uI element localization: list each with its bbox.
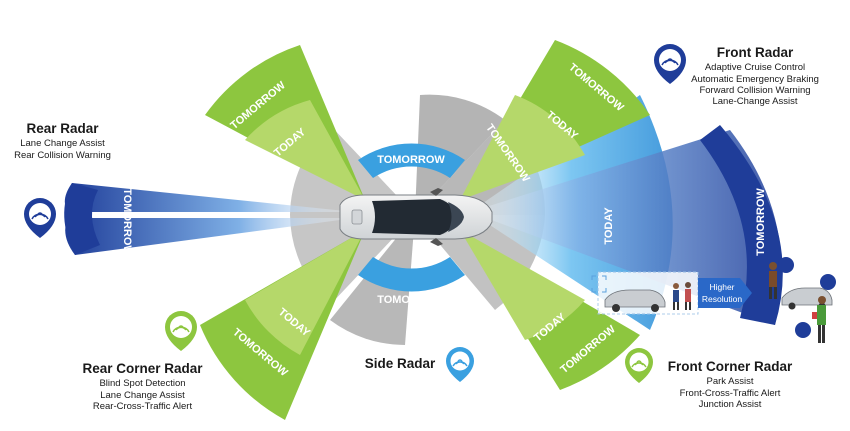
rear-corner-radar-feature: Rear-Cross-Traffic Alert	[92, 400, 193, 412]
zone-label-front-tomorrow: TOMORROW	[755, 188, 767, 256]
front-radar-tomorrow-beam	[470, 130, 782, 325]
side-radar-pin-icon	[446, 347, 474, 382]
detection-dot-icon-2	[820, 274, 836, 290]
radar-pin-icons	[24, 44, 686, 383]
rear-corner-radar-feature: Lane Change Assist	[100, 389, 185, 401]
rear-corner-top-today	[245, 100, 365, 200]
zone-label-side-bottom-tomorrow: TOMORROW	[377, 294, 445, 306]
side-radar-top-arc	[358, 143, 465, 178]
front-radar-tomorrow-band	[700, 125, 783, 325]
car-windshield	[440, 199, 464, 235]
pedestrian-walking	[812, 296, 826, 343]
rear-corner-bottom-today	[245, 230, 365, 355]
inset-car-wheel-rear	[612, 304, 620, 312]
front-radar-beams	[470, 95, 783, 330]
front-radar-title: Front Radar	[716, 45, 794, 60]
front-corner-radar-feature: Park Assist	[706, 376, 754, 388]
higher-resolution-label-line2: Resolution	[702, 294, 742, 304]
higher-resolution-inset: Higher Resolution	[591, 271, 752, 315]
inset-car	[604, 289, 666, 308]
corner-radar-sectors	[200, 40, 650, 420]
car-mirror-right	[430, 238, 443, 246]
detection-dot-icon-1	[778, 257, 794, 273]
side-radar-title: Side Radar	[364, 356, 436, 371]
front-corner-radar-label: Front Corner Radar Park Assist Front-Cro…	[650, 359, 810, 410]
front-corner-bottom-today	[460, 230, 585, 340]
car-trunk	[351, 209, 363, 225]
inset-pedestrians	[673, 282, 691, 310]
rear-radar-beam-lower	[65, 218, 355, 255]
gray-front-top-sector	[415, 94, 505, 215]
rear-corner-radar-feature: Blind Spot Detection	[99, 378, 186, 390]
car-mirror-left	[430, 188, 443, 196]
front-radar-label: Front Radar Adaptive Cruise Control Auto…	[675, 45, 835, 108]
detection-reticle-icon	[591, 275, 607, 293]
rear-corner-radar-pin-icon	[165, 311, 197, 351]
front-radar-feature: Lane-Change Assist	[712, 96, 798, 108]
front-corner-radar-pin-icon	[625, 348, 653, 383]
front-radar-feature: Adaptive Cruise Control	[704, 62, 806, 74]
rear-radar-feature: Rear Collision Warning	[14, 149, 111, 161]
rear-corner-radar-title: Rear Corner Radar	[82, 361, 203, 376]
rear-radar-beams	[64, 183, 356, 255]
detection-dot-icon-3	[795, 322, 811, 338]
front-corner-radar-title: Front Corner Radar	[667, 359, 793, 374]
side-radar-zones	[358, 143, 465, 292]
inset-car-wheel-front	[651, 304, 659, 312]
side-radar-bottom-arc	[358, 257, 465, 292]
rear-radar-feature: Lane Change Assist	[20, 138, 105, 150]
higher-resolution-arrow	[698, 278, 752, 308]
higher-resolution-label-line1: Higher	[709, 282, 734, 292]
rear-radar-title: Rear Radar	[26, 121, 99, 136]
front-corner-top-today	[460, 95, 585, 200]
far-detection-scene	[769, 257, 836, 343]
rear-radar-tomorrow-band	[64, 183, 100, 255]
side-radar-label: Side Radar	[355, 356, 445, 373]
zone-label-side-top-tomorrow: TOMORROW	[377, 154, 445, 166]
front-radar-feature: Forward Collision Warning	[699, 84, 811, 96]
rear-corner-radar-label: Rear Corner Radar Blind Spot Detection L…	[70, 361, 215, 412]
front-radar-pin-icon	[654, 44, 686, 84]
car-roof-glass	[372, 199, 458, 235]
front-radar-feature: Automatic Emergency Braking	[691, 73, 819, 85]
pedestrian-standing	[769, 262, 777, 299]
rear-radar-beam-upper	[64, 183, 356, 212]
front-corner-radar-feature: Front-Cross-Traffic Alert	[679, 387, 781, 399]
rear-radar-pin-icon	[24, 198, 56, 238]
far-car-wheel-rear	[788, 302, 796, 310]
zone-label-rear-tomorrow: TOMORROW	[121, 188, 133, 256]
car	[339, 188, 493, 246]
front-corner-radar-feature: Junction Assist	[698, 398, 762, 410]
rear-radar-label: Rear Radar Lane Change Assist Rear Colli…	[0, 121, 125, 161]
zone-label-front-today: TODAY	[603, 207, 615, 245]
